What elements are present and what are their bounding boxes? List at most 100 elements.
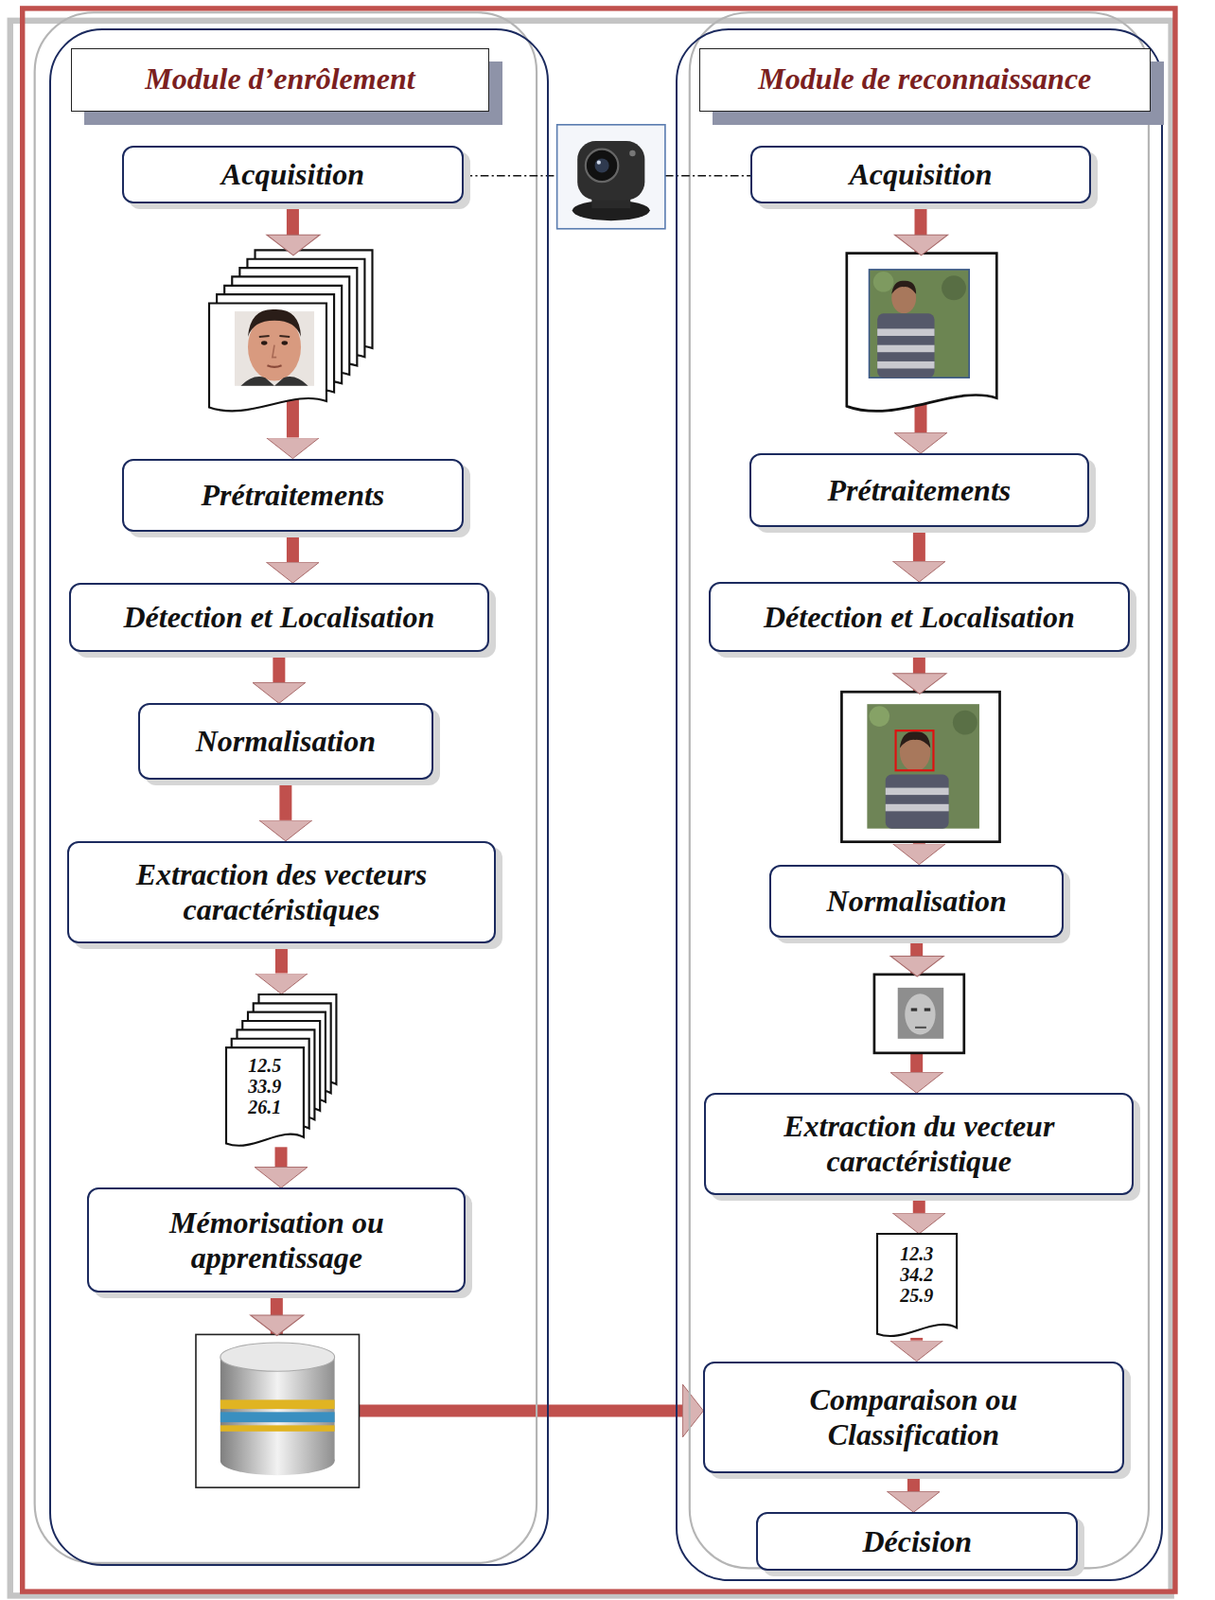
shirt xyxy=(885,774,950,829)
arrow-head xyxy=(266,234,320,256)
step-label: Normalisation xyxy=(827,883,1007,919)
document-page xyxy=(877,1233,957,1337)
module-title: Module d’enrôlement xyxy=(70,48,490,112)
foliage xyxy=(941,275,967,300)
hair xyxy=(891,281,916,295)
hair xyxy=(247,309,301,337)
process-box: Prétraitements xyxy=(122,458,464,533)
stripe xyxy=(885,804,950,812)
photo-ground xyxy=(869,269,970,378)
panel-outline xyxy=(689,12,1149,1568)
process-box: Mémorisation ou apprentissage xyxy=(87,1187,466,1293)
flow-arrow xyxy=(286,531,300,563)
cylinder-body xyxy=(220,1356,335,1462)
disk-band xyxy=(220,1425,335,1431)
camera-lens-inner xyxy=(595,158,610,173)
photo-frame xyxy=(874,974,965,1054)
flow-arrow xyxy=(272,651,285,683)
flow-arrow xyxy=(907,1473,920,1492)
shirt xyxy=(240,376,308,387)
step-label: Normalisation xyxy=(195,723,376,759)
step-label: Détection et Localisation xyxy=(763,599,1075,635)
photo-ground xyxy=(866,704,980,829)
arrow-head xyxy=(250,1315,304,1337)
step-label: Acquisition xyxy=(848,157,992,193)
process-box: Normalisation xyxy=(138,703,434,780)
stripe xyxy=(877,361,934,370)
photo-ground xyxy=(898,987,945,1039)
process-box: Prétraitements xyxy=(749,453,1090,528)
frame-shadow xyxy=(10,20,1172,1597)
process-box: Normalisation xyxy=(769,864,1063,939)
arrow-head xyxy=(894,234,948,256)
icon-frame xyxy=(195,1334,359,1488)
foliage xyxy=(873,271,895,293)
photo-ground xyxy=(234,311,315,387)
vector-values: 12.5 33.9 26.1 xyxy=(226,1047,304,1126)
panel-outline xyxy=(35,12,537,1564)
step-label: Acquisition xyxy=(221,157,365,193)
eye xyxy=(924,1007,931,1011)
foliage xyxy=(952,710,978,736)
stripe xyxy=(885,788,950,796)
step-label: Extraction du vecteur caractéristique xyxy=(724,1109,1113,1180)
flow-arrow xyxy=(279,779,292,821)
step-label: Comparaison ou Classification xyxy=(760,1382,1067,1453)
module-panel: Module d’enrôlementAcquisitionPrétraitem… xyxy=(49,28,549,1567)
arrow-head xyxy=(893,673,947,695)
process-box: Détection et Localisation xyxy=(69,582,490,652)
photo-frame xyxy=(841,691,1000,842)
captured-photo xyxy=(846,253,997,412)
process-box: Acquisition xyxy=(750,145,1092,204)
normalised-face xyxy=(874,974,965,1054)
document-shape: 12.3 34.2 25.9 xyxy=(877,1233,957,1339)
cylinder-top xyxy=(220,1342,335,1372)
feature-values: 12.5 33.9 26.1 xyxy=(243,1055,287,1118)
process-box: Comparaison ou Classification xyxy=(703,1361,1124,1475)
camera-body xyxy=(577,140,645,201)
module-title: Module de reconnaissance xyxy=(699,48,1151,112)
flow-arrow xyxy=(913,527,926,562)
flow-arrow xyxy=(910,1338,923,1341)
photo-page xyxy=(846,253,997,412)
step-label: Extraction des vecteurs caractéristiques xyxy=(88,857,476,928)
step-label: Prétraitements xyxy=(827,473,1011,509)
camera-lens xyxy=(585,149,618,182)
process-box: Décision xyxy=(756,1512,1078,1570)
module-panel: Module de reconnaissanceAcquisitionPrétr… xyxy=(675,28,1163,1582)
camera-sensor xyxy=(629,150,635,157)
process-box: Détection et Localisation xyxy=(708,581,1130,652)
face xyxy=(904,993,935,1035)
foliage xyxy=(869,705,891,727)
flow-arrow xyxy=(275,1146,288,1167)
document-page xyxy=(226,1047,304,1146)
flow-arrow xyxy=(275,943,288,974)
arrow-head xyxy=(890,955,944,977)
stripe xyxy=(877,345,934,353)
eye xyxy=(261,340,267,345)
process-box: Acquisition xyxy=(122,145,464,204)
hair xyxy=(899,731,931,748)
mouth xyxy=(266,365,282,368)
eye xyxy=(281,340,288,345)
outer-frame xyxy=(22,8,1176,1592)
page xyxy=(209,302,327,411)
step-label: Décision xyxy=(862,1524,972,1560)
step-label: Détection et Localisation xyxy=(123,599,435,635)
detected-photo xyxy=(841,691,1000,842)
eye xyxy=(911,1007,917,1011)
camera-frame xyxy=(557,124,666,229)
lens-highlight xyxy=(597,160,601,165)
flow-arrow xyxy=(913,1195,926,1214)
mouth xyxy=(915,1026,927,1029)
process-box: Extraction des vecteurs caractéristiques xyxy=(67,841,497,944)
stripe xyxy=(877,328,934,336)
document-shape: 12.5 33.9 26.1 xyxy=(226,994,336,1148)
step-label: Mémorisation ou apprentissage xyxy=(107,1205,445,1276)
step-label: Prétraitements xyxy=(201,477,386,513)
feature-values: 12.3 34.2 25.9 xyxy=(895,1243,939,1306)
brows xyxy=(259,335,290,337)
